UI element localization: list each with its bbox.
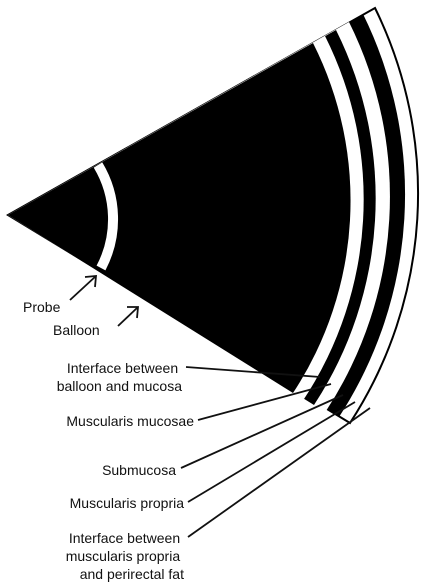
balloon-arrow bbox=[118, 307, 138, 326]
leader-interface-propria-fat bbox=[188, 408, 370, 537]
label-interface-balloon-mucosa: Interface between balloon and mucosa bbox=[57, 360, 183, 394]
leader-muscularis-propria bbox=[188, 402, 355, 502]
label-balloon: Balloon bbox=[53, 322, 100, 338]
probe-arrow bbox=[70, 276, 96, 300]
label-muscularis-mucosae: Muscularis mucosae bbox=[66, 413, 194, 429]
label-submucosa: Submucosa bbox=[102, 462, 176, 478]
label-interface-propria-fat: Interface between muscularis propria and… bbox=[66, 530, 184, 582]
balloon-region bbox=[8, 43, 351, 393]
label-muscularis-propria: Muscularis propria bbox=[70, 495, 185, 511]
label-probe: Probe bbox=[23, 299, 61, 315]
